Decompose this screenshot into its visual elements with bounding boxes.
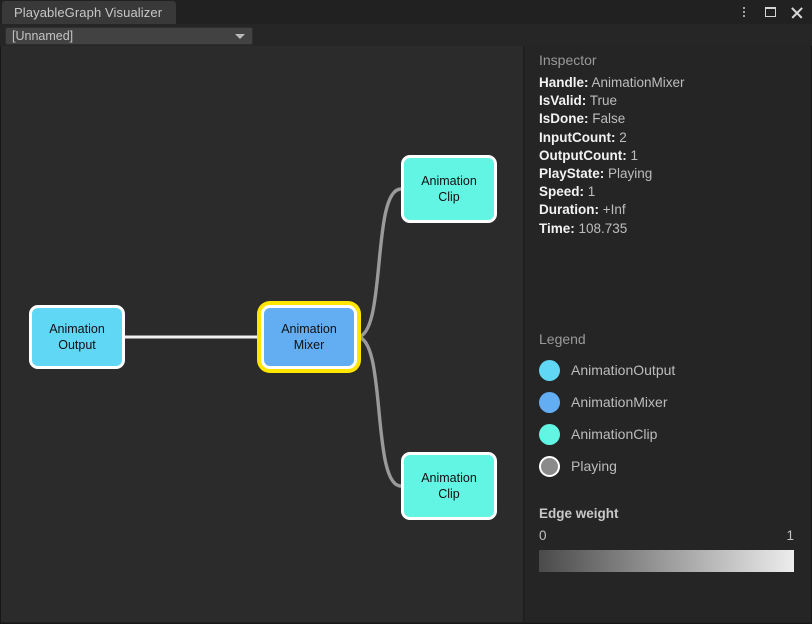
inspector-field-key: IsValid: (539, 93, 587, 109)
graph-node-label-line2: Clip (438, 487, 460, 501)
tab-playablegraph-visualizer[interactable]: PlayableGraph Visualizer (2, 1, 177, 24)
legend-item: AnimationOutput (539, 354, 801, 386)
inspector-field-key: PlayState: (539, 166, 605, 182)
inspector-heading: Inspector (539, 52, 597, 68)
inspector-field: Time: 108.735 (539, 220, 801, 238)
edge-weight-min-label: 0 (539, 528, 547, 543)
inspector-field-key: Duration: (539, 202, 599, 218)
inspector-field-value: False (588, 111, 626, 127)
title-bar: PlayableGraph Visualizer (0, 0, 812, 24)
toolbar: [Unnamed] (0, 24, 812, 46)
edge-weight-scale: 0 1 (539, 528, 794, 543)
window-controls (732, 0, 808, 24)
inspector-field-value: Playing (604, 166, 653, 182)
legend-item-label: AnimationOutput (571, 362, 676, 378)
edge-weight-section: Edge weight 0 1 (525, 502, 811, 622)
inspector-field-value: 108.735 (574, 220, 628, 236)
graph-node-label-line2: Mixer (293, 338, 325, 352)
legend-item: AnimationClip (539, 418, 801, 450)
graph-edge-mixer-to-clip_top (355, 187, 403, 339)
inspector-field-key: IsDone: (539, 111, 589, 127)
legend-item-label: Playing (571, 458, 617, 474)
maximize-icon[interactable] (758, 0, 782, 24)
inspector-field-value: True (586, 93, 618, 109)
legend-color-swatch (539, 423, 560, 445)
edge-weight-max-label: 1 (786, 528, 794, 543)
inspector-field-value: +Inf (599, 202, 626, 218)
inspector-field: Duration: +Inf (539, 201, 801, 219)
inspector-field-key: InputCount: (539, 129, 616, 145)
graph-edge-mixer-to-clip_bottom (355, 335, 403, 488)
inspector-field: IsValid: True (539, 92, 801, 110)
legend-color-swatch (539, 391, 560, 413)
inspector-field: Handle: AnimationMixer (539, 74, 801, 92)
inspector-field-value: AnimationMixer (588, 75, 685, 90)
graph-node-label-line1: Animation (421, 174, 477, 188)
inspector-field: Speed: 1 (539, 183, 801, 201)
graph-edges (123, 187, 403, 488)
inspector-field: OutputCount: 1 (539, 147, 801, 165)
close-icon[interactable] (784, 0, 808, 24)
legend-color-swatch (539, 359, 560, 381)
inspector-field-value: 1 (584, 184, 596, 200)
legend-item-label: AnimationMixer (571, 394, 668, 410)
inspector-field: InputCount: 2 (539, 129, 801, 147)
legend-heading: Legend (539, 331, 586, 347)
inspector-field: PlayState: Playing (539, 165, 801, 183)
inspector-field: IsDone: False (539, 110, 801, 128)
graph-node-label-line1: Animation (421, 471, 477, 485)
graph-selector-dropdown[interactable]: [Unnamed] (5, 27, 253, 45)
graph-node-label-line1: Animation (49, 322, 105, 336)
legend-item-label: AnimationClip (571, 426, 658, 442)
graph-node-label-line2: Clip (438, 190, 460, 204)
graph-node-label-line2: Output (58, 338, 96, 352)
graph-node-label-line1: Animation (281, 322, 337, 336)
legend-item: Playing (539, 450, 801, 482)
kebab-menu-icon[interactable] (732, 0, 756, 24)
inspector-field-value: 1 (626, 147, 638, 163)
chevron-down-icon (235, 33, 245, 39)
edge-weight-heading: Edge weight (539, 506, 619, 521)
graph-selector-value: [Unnamed] (12, 29, 74, 43)
inspector-field-key: Time: (539, 220, 575, 236)
inspector-field-key: OutputCount: (539, 147, 627, 163)
legend-item: AnimationMixer (539, 386, 801, 418)
inspector-field-value: 2 (615, 129, 627, 145)
legend-color-swatch (539, 455, 560, 477)
edge-weight-gradient-bar (539, 550, 794, 572)
inspector-field-key: Handle: (539, 75, 589, 90)
inspector-field-key: Speed: (539, 184, 585, 200)
tab-label: PlayableGraph Visualizer (14, 5, 163, 20)
